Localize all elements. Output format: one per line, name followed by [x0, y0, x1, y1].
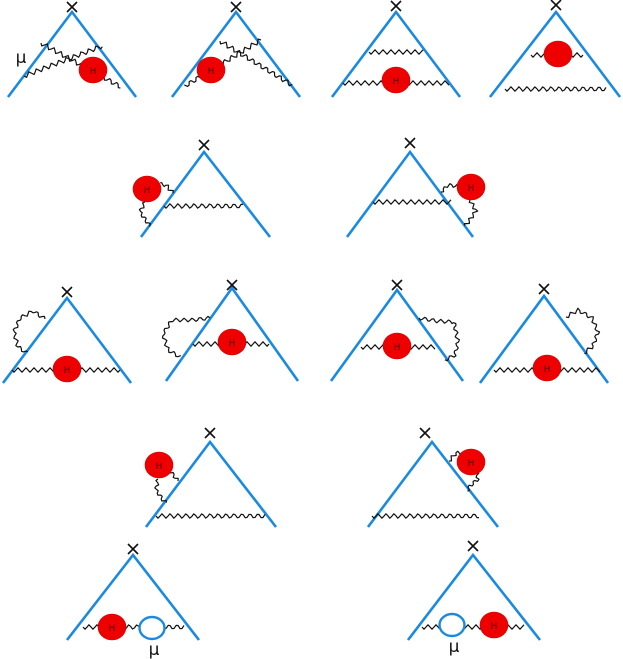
blob-layer: H H H H H H H H H H H H H: [52, 40, 573, 641]
muon-line: [478, 293, 610, 384]
photon-line: [138, 201, 151, 227]
photon-line: [440, 183, 458, 193]
blob-label: H: [156, 462, 163, 472]
blob-label: H: [468, 184, 475, 194]
photon-line: [12, 310, 46, 353]
hadronic-blob: [144, 451, 174, 479]
vertex-cross-icon: [404, 137, 416, 149]
vertex-cross-icon: [419, 427, 431, 439]
photon-line: [464, 199, 479, 226]
vertex-cross-icon: [391, 279, 403, 291]
photon-line: [160, 182, 174, 194]
blob-label: H: [144, 186, 151, 196]
muon-line: [170, 9, 302, 98]
muon-line: [366, 439, 500, 528]
hadronic-blob: [382, 332, 412, 360]
muon-line: [144, 439, 278, 528]
photon-line: [368, 49, 424, 55]
vertex-cross-icon: [467, 540, 479, 552]
vertex-layer: [61, 0, 562, 555]
vertex-cross-icon: [198, 139, 210, 151]
triangle-layer: [1, 9, 622, 641]
photon-line: [504, 86, 607, 92]
hadronic-blob: [456, 173, 486, 201]
muon-line: [1, 295, 133, 384]
blob-label: H: [64, 366, 71, 376]
muon-line: [406, 552, 542, 641]
vertex-cross-icon: [127, 543, 139, 555]
photon-line: [23, 45, 103, 78]
muon-line: [6, 9, 138, 98]
hadronic-blob: [196, 56, 226, 84]
muon-label: μ: [449, 637, 460, 657]
vertex-cross-icon: [538, 283, 550, 295]
photon-line: [371, 513, 479, 519]
photon-line: [421, 624, 525, 630]
photon-line: [372, 199, 452, 205]
muon-loop-icon: [138, 615, 166, 641]
hadronic-blob: [217, 328, 247, 356]
hadronic-blob: [78, 56, 108, 84]
photon-line: [155, 513, 266, 519]
muon-line: [65, 552, 201, 641]
photon-line: [154, 478, 167, 503]
hadronic-blob: [456, 448, 486, 476]
photon-line: [219, 40, 293, 87]
vertex-cross-icon: [550, 0, 562, 11]
vertex-cross-icon: [61, 286, 73, 298]
hadronic-blob: [543, 40, 573, 68]
photon-line: [418, 316, 460, 362]
blob-label: H: [394, 343, 401, 353]
vertex-cross-icon: [390, 0, 402, 12]
blob-label: H: [109, 624, 116, 634]
muon-line: [330, 9, 462, 98]
muon-line: [329, 287, 465, 382]
vertex-cross-icon: [226, 279, 238, 291]
blob-label: H: [491, 622, 498, 632]
photon-line: [163, 203, 243, 209]
hadronic-blob: [52, 355, 82, 383]
muon-label: μ: [149, 640, 160, 659]
blob-label: H: [393, 77, 400, 87]
hadronic-blob: [381, 66, 411, 94]
hadronic-blob: [132, 175, 162, 203]
vertex-cross-icon: [66, 1, 78, 13]
blob-label: H: [544, 365, 551, 375]
blob-label: H: [208, 67, 215, 77]
label-layer: μ μ μ: [16, 48, 460, 659]
vertex-cross-icon: [230, 1, 242, 13]
photon-line: [161, 315, 211, 358]
muon-line: [139, 149, 272, 238]
muon-line: [345, 149, 475, 238]
muon-line: [164, 285, 300, 382]
photon-line: [565, 307, 601, 355]
muon-loop-icon: [438, 612, 466, 638]
vertex-cross-icon: [204, 427, 216, 439]
muon-line: [488, 9, 622, 98]
blob-label: H: [468, 459, 475, 469]
muon-label: μ: [16, 48, 27, 68]
blob-label: H: [90, 67, 97, 77]
blob-label: H: [229, 339, 236, 349]
hadronic-blob: [479, 611, 509, 639]
hadronic-blob: [532, 354, 562, 382]
muon-loop-layer: [138, 612, 466, 641]
hadronic-blob: [97, 613, 127, 641]
